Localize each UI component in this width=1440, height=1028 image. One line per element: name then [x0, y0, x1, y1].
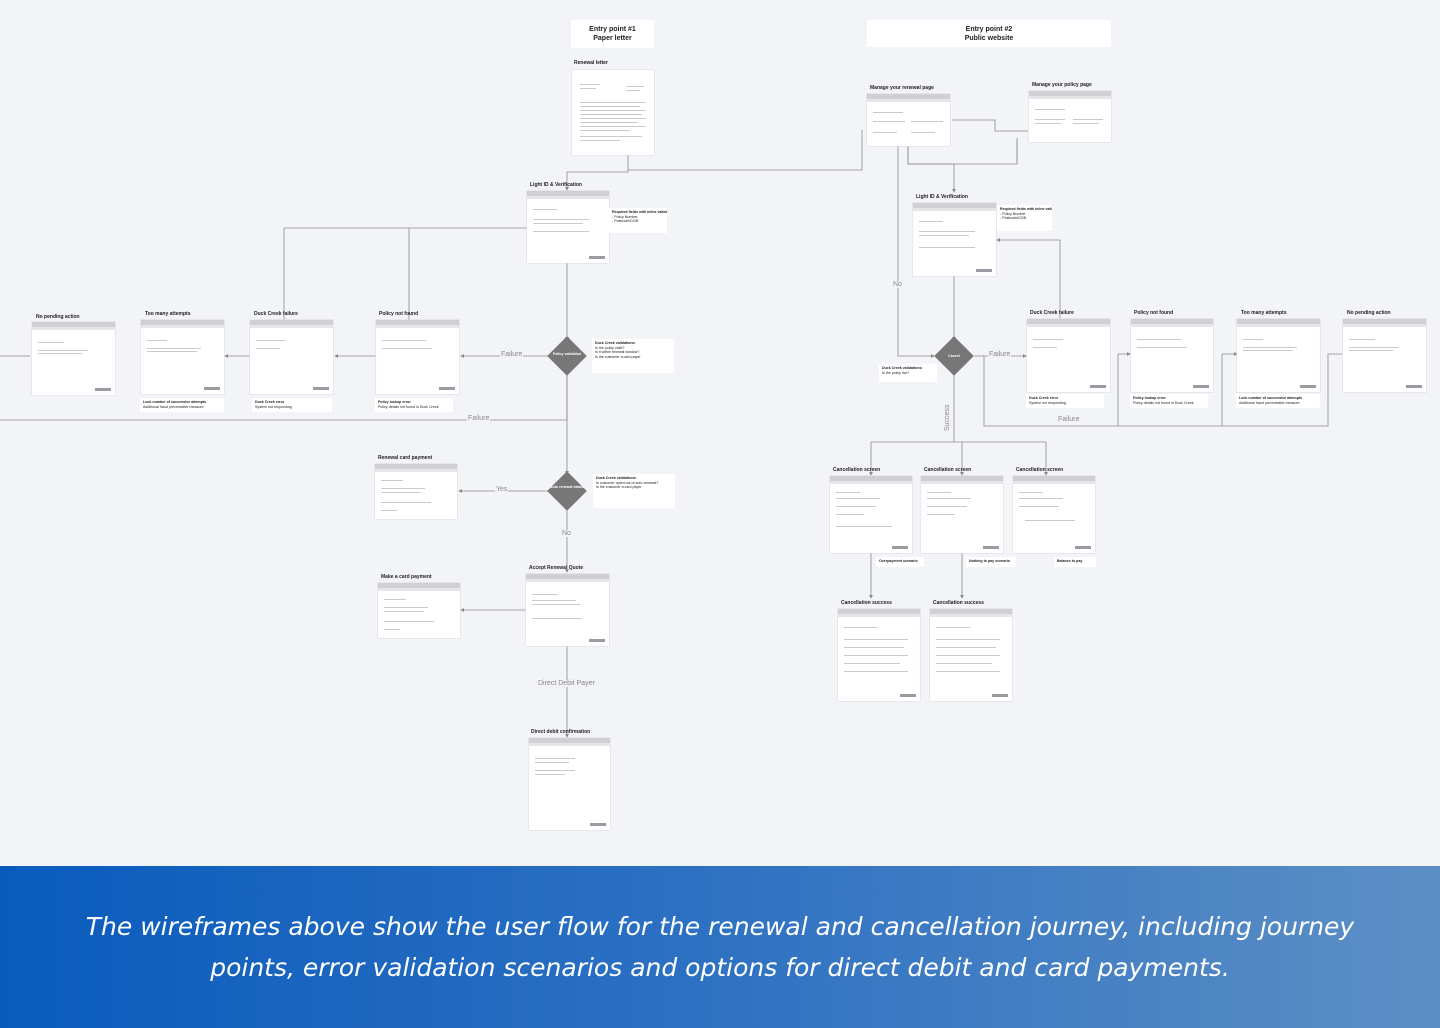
entry-point-label: Entry point #2: [965, 25, 1013, 33]
note-overpayment: Overpayment scenario: [876, 557, 924, 567]
entry-point-label: Entry point #1: [589, 26, 636, 33]
screen-title: Policy not found: [379, 311, 419, 317]
decision-label: Auto renewal status: [549, 485, 585, 489]
duck-creek-failure-wireframe: [1027, 319, 1110, 392]
manage-renewal-wireframe: [867, 94, 950, 146]
screen-title: Cancellation success: [933, 600, 984, 606]
edge-label-direct-debit-payer: Direct Debit Payer: [537, 680, 596, 687]
cancellation-success-wireframe: [838, 609, 920, 701]
manage-policy-wireframe: [1029, 91, 1111, 142]
no-pending-action-wireframe: [32, 322, 115, 395]
screen-title: No pending action: [36, 314, 80, 320]
screen-title: Duck Creek failure: [1030, 310, 1074, 316]
note-duck-creek-validations: Duck Creek validations:Is the policy val…: [592, 339, 674, 373]
screen-title: Duck Creek failure: [254, 311, 298, 317]
cancellation-screen-wireframe: [921, 476, 1003, 553]
edge-label-no: No: [892, 281, 903, 288]
light-id-verification-wireframe: [913, 203, 996, 276]
screen-title: Renewal card payment: [378, 455, 433, 461]
screen-title: Cancellation screen: [1016, 467, 1064, 473]
flow-diagram: Entry point #1 Paper letter Entry point …: [0, 20, 1426, 830]
connector-lines: [0, 119, 1342, 738]
entry-point-paper-letter: Entry point #1 Paper letter: [571, 20, 654, 48]
edge-label-yes: Yes: [495, 486, 509, 493]
direct-debit-confirmation-wireframe: [529, 738, 610, 830]
screen-title: Light ID & Verification: [916, 194, 968, 200]
entry-point-sublabel: Public website: [964, 34, 1014, 42]
note-required-fields: Required fields with inline validation:-…: [997, 205, 1052, 231]
screen-title: Light ID & Verification: [530, 182, 582, 188]
light-id-verification-wireframe: [527, 191, 609, 263]
entry-point-sublabel: Paper letter: [593, 35, 632, 42]
edge-label-failure: Failure: [988, 351, 1012, 358]
screen-title: Manage your renewal page: [870, 85, 934, 91]
policy-not-found-wireframe: [376, 320, 459, 394]
caption-banner: The wireframes above show the user flow …: [0, 866, 1440, 1028]
screen-title: Too many attempts: [1241, 310, 1287, 316]
screen-title: Policy not found: [1134, 310, 1174, 316]
cancellation-success-wireframe: [930, 609, 1012, 701]
screen-title: Make a card payment: [381, 574, 432, 580]
note-balance-to-pay: Balance to pay: [1054, 557, 1096, 567]
renewal-letter-wireframe: [572, 70, 654, 155]
note-nothing-to-pay: Nothing to pay scenario: [966, 557, 1016, 567]
screen-title: Renewal letter: [574, 60, 608, 66]
decision-label: Policy validation: [552, 352, 582, 356]
screen-title: Accept Renewal Quote: [529, 565, 584, 571]
duck-creek-failure-wireframe: [250, 320, 333, 394]
edge-label-no: No: [561, 530, 572, 537]
cancellation-screen-wireframe: [1013, 476, 1095, 553]
screen-title: Manage your policy page: [1032, 82, 1092, 88]
edge-label-failure: Failure: [467, 415, 491, 422]
edge-label-failure: Failure: [1057, 416, 1081, 423]
too-many-attempts-wireframe: [1237, 319, 1320, 392]
entry-point-public-website: Entry point #2 Public website: [867, 20, 1111, 47]
screen-title: Direct debit confirmation: [531, 729, 591, 735]
make-card-payment-wireframe: [378, 583, 460, 638]
note-policy-live: Duck Creek validations:Is the policy liv…: [879, 364, 937, 382]
screen-title: Cancellation screen: [924, 467, 972, 473]
edge-label-success: Success: [944, 403, 951, 432]
too-many-attempts-wireframe: [141, 320, 224, 394]
decision-label: Cancel: [948, 354, 960, 358]
policy-not-found-wireframe: [1131, 319, 1213, 392]
edge-label-failure: Failure: [500, 351, 524, 358]
renewal-card-payment-wireframe: [375, 464, 457, 519]
screen-title: No pending action: [1347, 310, 1391, 316]
screen-title: Cancellation success: [841, 600, 892, 606]
no-pending-action-wireframe: [1343, 319, 1426, 392]
cancellation-screen-wireframe: [830, 476, 912, 553]
note-required-fields: Required fields with inline validation:-…: [609, 208, 667, 233]
caption-text: The wireframes above show the user flow …: [85, 912, 1355, 982]
accept-renewal-quote-wireframe: [526, 574, 609, 646]
screen-title: Too many attempts: [145, 311, 191, 317]
note-auto-renewal-validations: Duck Creek validations:Is customer opted…: [593, 474, 675, 508]
screen-title: Cancellation screen: [833, 467, 881, 473]
